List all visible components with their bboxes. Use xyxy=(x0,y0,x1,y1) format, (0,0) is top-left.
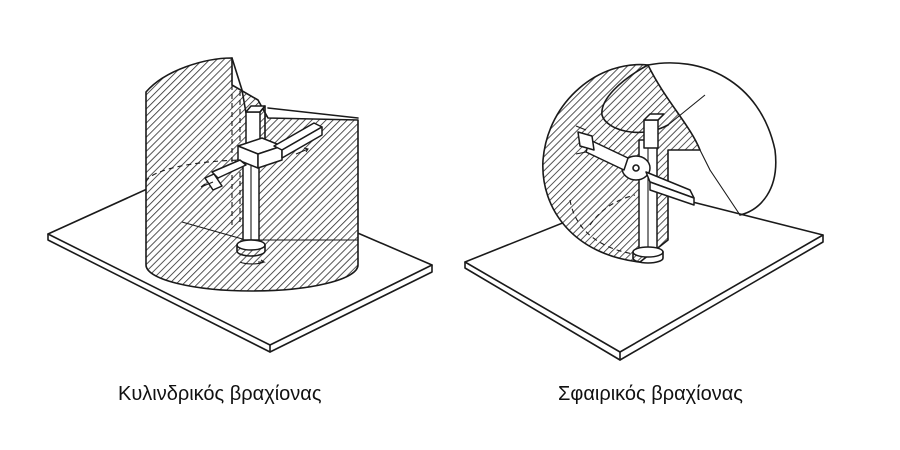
cylindrical-arm-figure xyxy=(47,57,433,353)
spherical-arm-figure xyxy=(464,62,824,361)
caption-cylindrical-arm: Κυλινδρικός βραχίονας xyxy=(118,383,322,405)
caption-spherical-arm: Σφαιρικός βραχίονας xyxy=(558,383,743,405)
